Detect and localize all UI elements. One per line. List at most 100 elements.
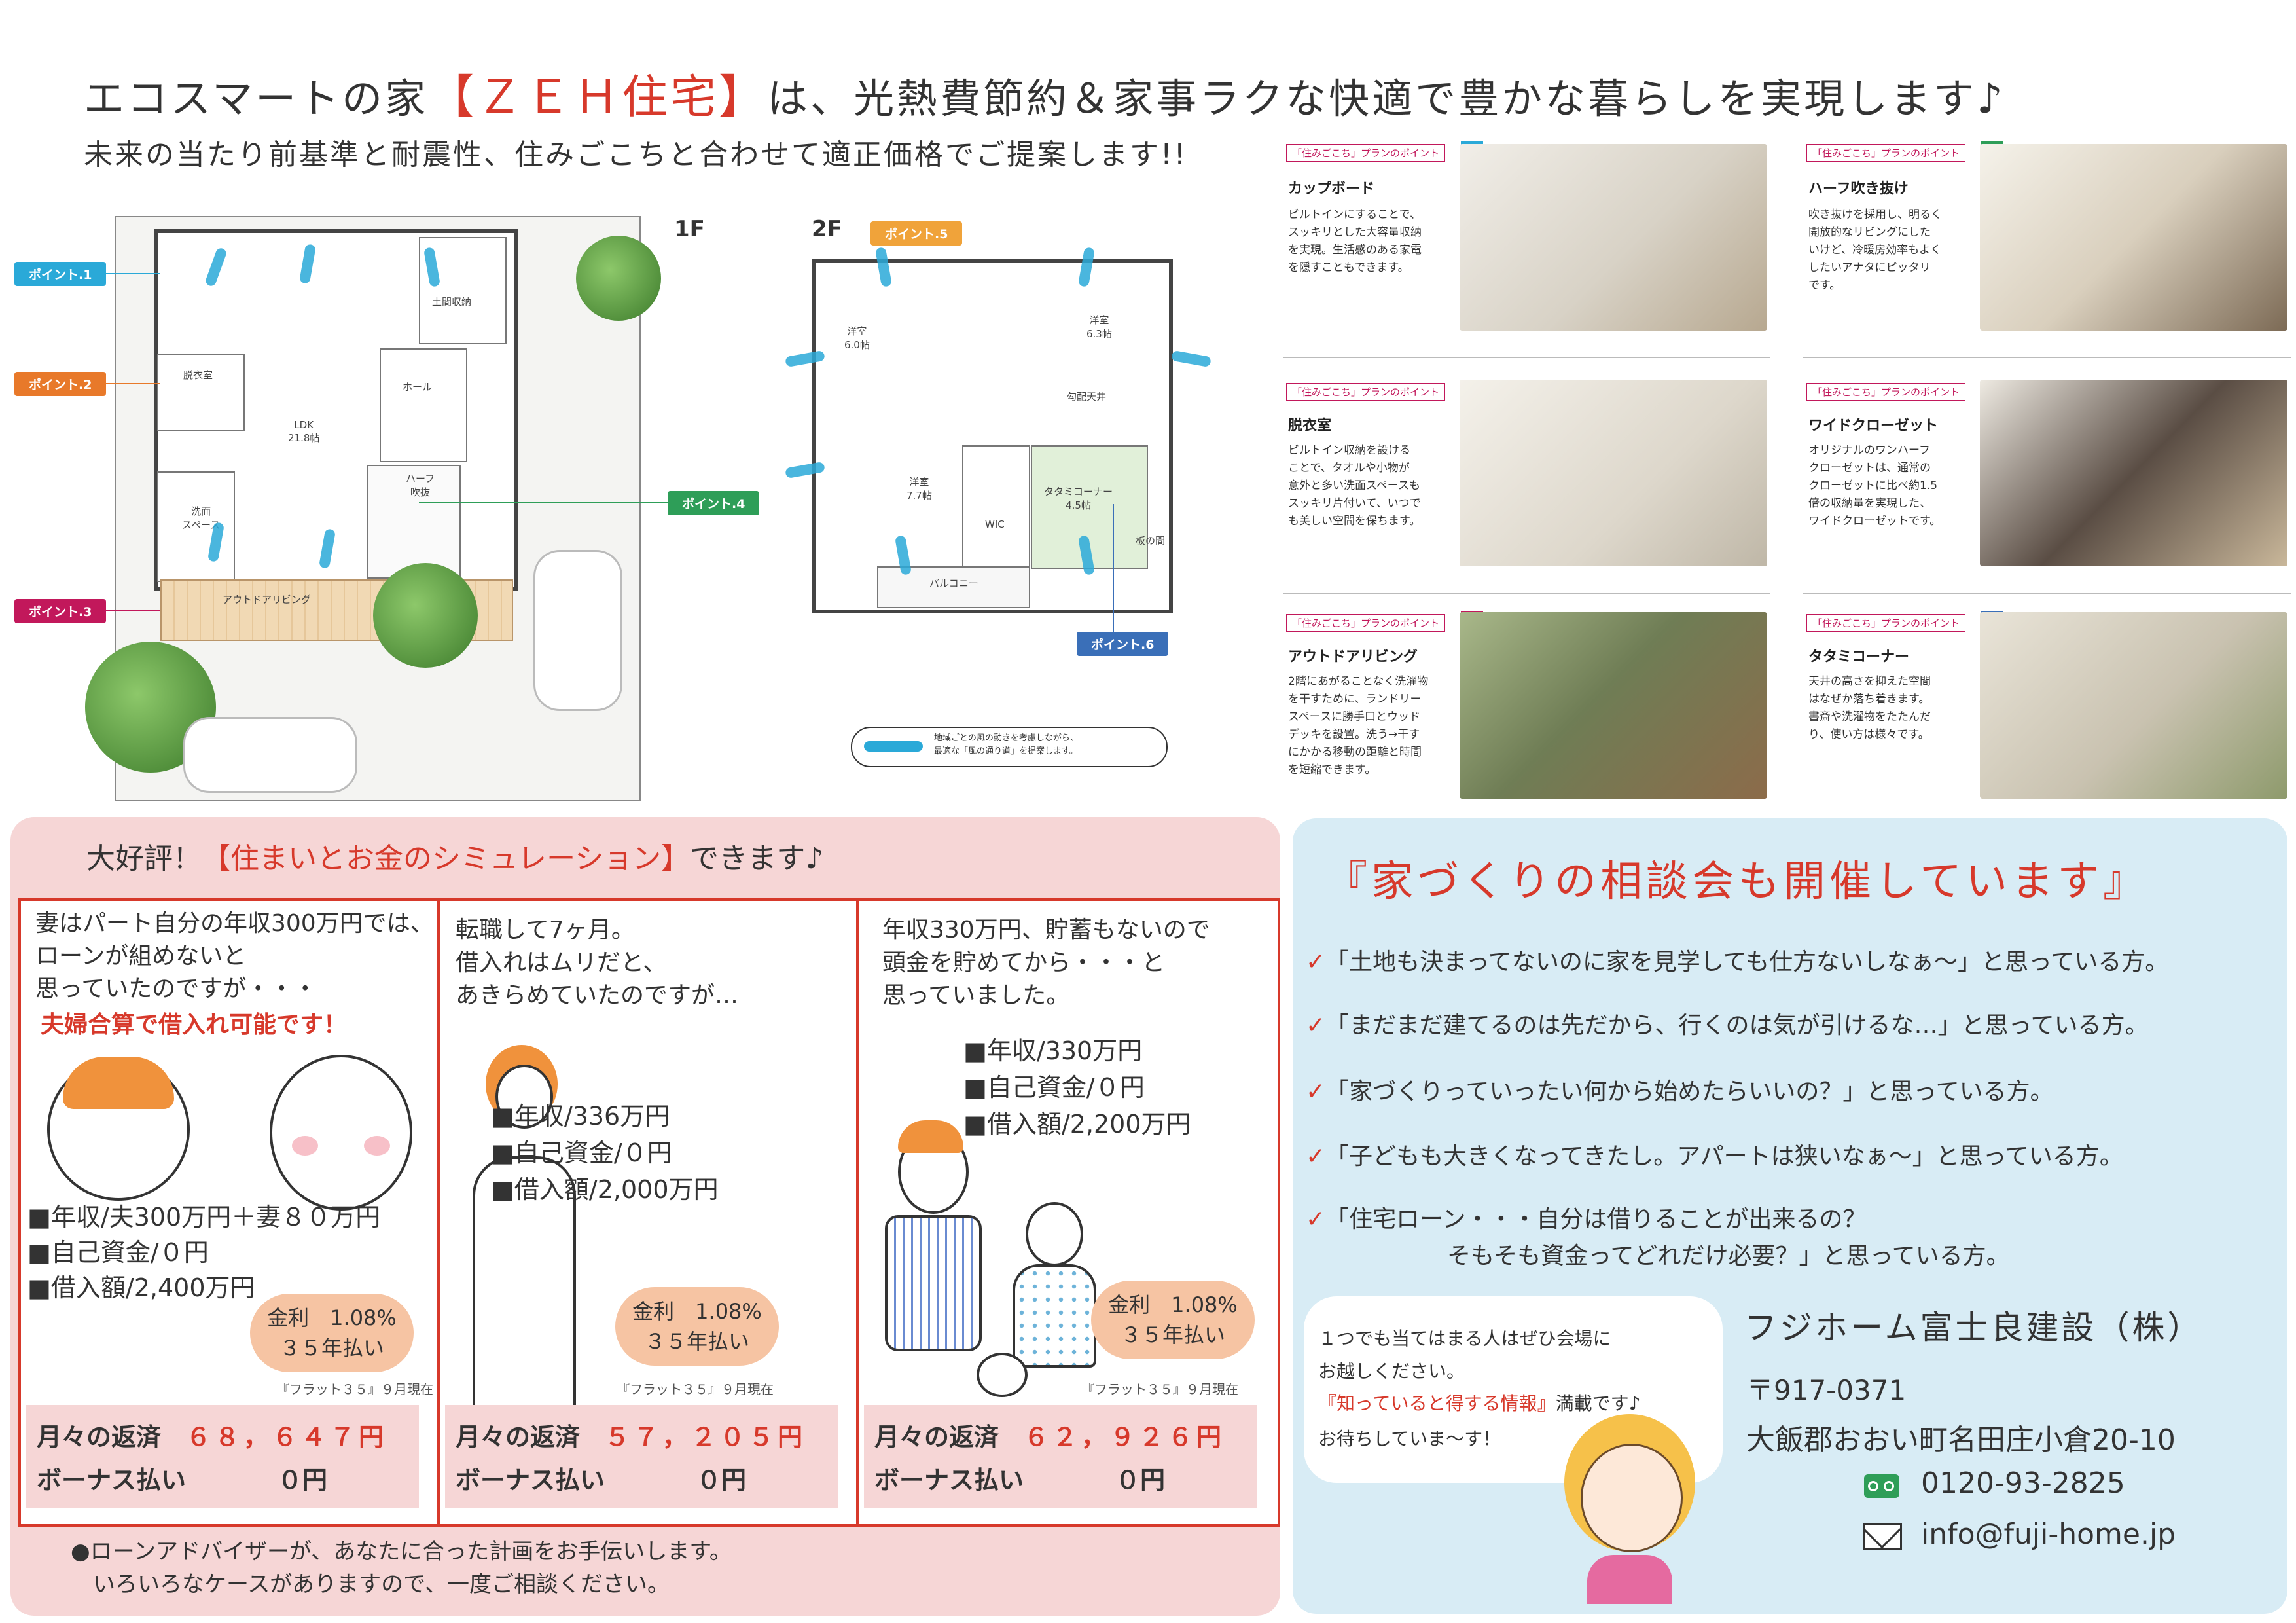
bonus-label: ボーナス払い xyxy=(37,1466,187,1495)
simulation-footer: ●ローンアドバイザーが、あなたに合った計画をお手伝いします。 いろいろなケースが… xyxy=(71,1539,732,1597)
check-icon: ✓ xyxy=(1306,949,1326,976)
room-label-balcony: バルコニー xyxy=(929,577,978,589)
girl-illustration xyxy=(1551,1408,1708,1604)
point-tag-4: ポイント.4 xyxy=(668,491,760,515)
bubble-line-2-text: 満載です♪ xyxy=(1555,1393,1641,1414)
room-balcony xyxy=(877,566,1030,608)
page-title: エコスマートの家【ＺＥＨ住宅】は、光熱費節約＆家事ラクな快適で豊かな暮らしを実現… xyxy=(84,60,2005,126)
page-subtitle: 未来の当たり前基準と耐震性、住みごこちと合わせて適正価格でご提案します!! xyxy=(84,138,1188,172)
photo-outdoor-living xyxy=(1460,612,1767,799)
point-line-3 xyxy=(101,610,160,611)
card-text-3: 2階にあがることなく洗濯物 を干すために、ランドリー スペースに勝手口とウッド … xyxy=(1288,675,1429,776)
company-name: フジホーム富士良建設（株） xyxy=(1744,1309,2203,1347)
card-divider xyxy=(1803,357,2291,358)
card-tag-1: 「住みごこち」プランのポイント xyxy=(1286,144,1446,162)
case-story: 妻はパート自分の年収300万円では、 ローンが組めないと 思っていたのですが・・… xyxy=(35,910,434,1002)
photo-tatami-corner xyxy=(1980,612,2287,799)
case-note: 『フラット３５』９月現在 xyxy=(276,1381,433,1397)
case-spec-income: ■年収/336万円 xyxy=(491,1102,670,1131)
point-line-2 xyxy=(101,383,160,384)
check-icon: ✓ xyxy=(1306,1143,1326,1170)
bonus-label: ボーナス払い xyxy=(456,1466,605,1495)
car xyxy=(533,550,622,711)
title-pre: エコスマートの家 xyxy=(84,75,429,122)
company-phone[interactable]: 0120-93-2825 xyxy=(1921,1467,2125,1500)
room-label-wash: 洗面 スペース xyxy=(182,505,221,531)
free-dial-icon xyxy=(1864,1474,1899,1498)
consult-check-5: ✓「住宅ローン・・・自分は借りることが出来るの？ そもそも資金ってどれだけ必要？… xyxy=(1306,1201,2010,1275)
floor2-label: 2F xyxy=(812,216,842,242)
bubble-line-2: 『知っていると得する情報』満載です♪ xyxy=(1318,1389,1640,1415)
case-spec-loan: ■借入額/2,400万円 xyxy=(27,1273,255,1302)
case-spec-income: ■年収/330万円 xyxy=(963,1036,1143,1065)
consult-check-text: 「家づくりっていったい何から始めたらいいの？」と思っている方。 xyxy=(1325,1078,2054,1105)
point-tag-2: ポイント.2 xyxy=(14,372,107,396)
room-label-ldk: LDK 21.8帖 xyxy=(288,419,320,444)
point-line-6 xyxy=(1113,504,1114,632)
room-label-board: 板の間 xyxy=(1136,535,1166,547)
wind-arrow xyxy=(864,741,923,752)
consult-check-text: 「土地も決まってないのに家を見学しても仕方ないしなぁ～」と思っている方。 xyxy=(1325,949,2169,976)
case-rate: 金利 1.08% xyxy=(267,1305,397,1330)
point-tag-1: ポイント.1 xyxy=(14,262,107,286)
case-spec-loan: ■借入額/2,000万円 xyxy=(491,1175,719,1204)
room-hall xyxy=(380,348,467,462)
case-story: 年収330万円、貯蓄もないので 頭金を貯めてから・・・と 思っていました。 xyxy=(882,917,1210,1009)
case-rate: 金利 1.08% xyxy=(632,1299,762,1324)
woman-illustration xyxy=(459,1045,597,1503)
feature-cards: 「住みごこち」プランのポイント 1 カップボード ビルトインにすることで、 スッ… xyxy=(1283,131,2291,805)
case-rate: 金利 1.08% xyxy=(1108,1292,1238,1317)
case-note: 『フラット３５』９月現在 xyxy=(1081,1381,1238,1397)
card-title-4: ハーフ吹き抜け xyxy=(1808,181,1909,197)
check-icon: ✓ xyxy=(1306,1206,1326,1233)
simulation-heading: 大好評！【住まいとお金のシミュレーション】できます♪ xyxy=(86,835,823,877)
photo-cupboard xyxy=(1460,144,1767,331)
case-spec-funds: ■自己資金/０円 xyxy=(963,1073,1145,1102)
photo-wide-closet xyxy=(1980,380,2287,566)
simulation-heading-pre: 大好評！ xyxy=(86,842,202,875)
card-title-3: アウトドアリビング xyxy=(1288,649,1418,665)
bubble-line-1: １つでも当てはまる人はぜひ会場に お越しください。 xyxy=(1318,1328,1611,1382)
company-postal: 〒917-0371 xyxy=(1746,1374,1907,1406)
car xyxy=(183,717,357,793)
consult-check-1: ✓「土地も決まってないのに家を見学しても仕方ないしなぁ～」と思っている方。 xyxy=(1306,943,2168,977)
case-rate-badge: 金利 1.08% ３５年払い xyxy=(1091,1281,1255,1359)
card-tag-6: 「住みごこち」プランのポイント xyxy=(1806,614,1966,632)
room-storage xyxy=(419,237,507,344)
consult-heading: 『家づくりの相談会も開催しています』 xyxy=(1325,858,2149,906)
point-line-1 xyxy=(101,273,160,274)
floorplan-2f-building xyxy=(812,259,1173,613)
room-label-half: ハーフ 吹抜 xyxy=(406,473,435,498)
point-tag-3: ポイント.3 xyxy=(14,599,107,623)
point-tag-5: ポイント.5 xyxy=(870,221,963,246)
monthly-label: 月々の返済 xyxy=(37,1423,162,1451)
card-tag-3: 「住みごこち」プランのポイント xyxy=(1286,614,1446,632)
bonus-value: ０円 xyxy=(1115,1466,1166,1495)
wind-legend-text: 地域ごとの風の動きを考慮しながら、 最適な「風の通り道」を提案します。 xyxy=(934,733,1079,756)
company-email[interactable]: info@fuji-home.jp xyxy=(1921,1518,2176,1551)
room-label-outdoor: アウトドアリビング xyxy=(223,594,312,606)
room-label-storage: 土間収納 xyxy=(432,296,472,308)
case-highlight: 夫婦合算で借入れ可能です！ xyxy=(41,1012,348,1038)
consult-check-2: ✓「まだまだ建てるのは先だから、行くのは気が引けるな…」と思っている方。 xyxy=(1306,1006,2149,1040)
room-label-mid: 洋室 7.7帖 xyxy=(906,476,932,501)
tree xyxy=(576,236,661,321)
case-term: ３５年払い xyxy=(279,1336,384,1360)
case-spec-income: ■年収/夫300万円＋妻８０万円 xyxy=(27,1203,381,1231)
case-story: 転職して7ヶ月。 借入れはムリだと、 あきらめていたのですが… xyxy=(456,917,739,1009)
case-rate-badge: 金利 1.08% ３５年払い xyxy=(615,1287,779,1366)
room-dressing xyxy=(157,354,245,431)
company-address: 大飯郡おおい町名田庄小倉20-10 xyxy=(1746,1423,2176,1457)
point-tag-6: ポイント.6 xyxy=(1077,632,1169,656)
card-title-6: タタミコーナー xyxy=(1808,649,1910,665)
card-text-4: 吹き抜けを採用し、明るく 開放的なリビングにした いけど、冷暖房効率もよく した… xyxy=(1808,208,1942,292)
case-spec-loan: ■借入額/2,200万円 xyxy=(963,1110,1191,1139)
consult-check-text: 「子どもも大きくなってきたし。アパートは狭いなぁ～」と思っている方。 xyxy=(1325,1143,2123,1170)
card-title-5: ワイドクローゼット xyxy=(1808,418,1939,434)
card-tag-4: 「住みごこち」プランのポイント xyxy=(1806,144,1966,162)
room-label-west: 洋室 6.0帖 xyxy=(844,325,870,351)
monthly-label: 月々の返済 xyxy=(874,1423,999,1451)
